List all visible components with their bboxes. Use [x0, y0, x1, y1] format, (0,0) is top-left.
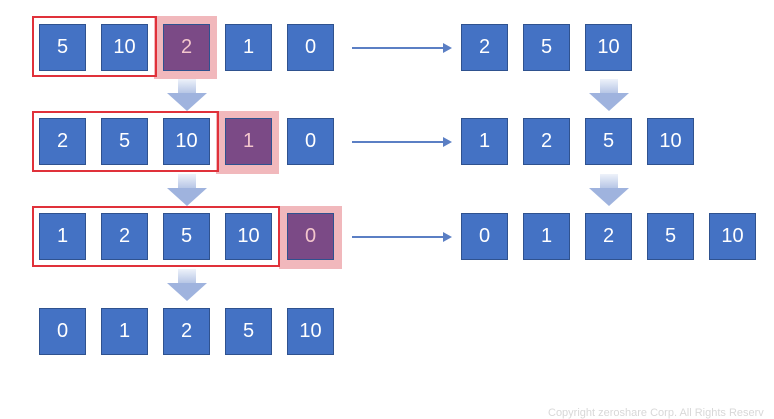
- current-array-cell: 2: [163, 24, 210, 71]
- down-arrow-icon: [167, 79, 207, 111]
- final-array-cell: 0: [39, 308, 86, 355]
- down-arrow-icon: [589, 79, 629, 111]
- array-cell: 10: [225, 213, 272, 260]
- down-arrow-icon: [167, 269, 207, 301]
- final-array-cell: 2: [163, 308, 210, 355]
- array-cell: 10: [163, 118, 210, 165]
- result-cell: 10: [709, 213, 756, 260]
- down-arrow-icon: [589, 174, 629, 206]
- array-cell: 0: [287, 118, 334, 165]
- array-cell: 2: [39, 118, 86, 165]
- array-cell: 10: [101, 24, 148, 71]
- array-cell: 0: [287, 24, 334, 71]
- final-array-cell: 10: [287, 308, 334, 355]
- array-cell: 1: [225, 24, 272, 71]
- copyright-text: Copyright zeroshare Corp. All Rights Res…: [548, 407, 764, 419]
- result-cell: 0: [461, 213, 508, 260]
- result-cell: 1: [461, 118, 508, 165]
- step-arrow: [352, 141, 444, 143]
- down-arrow-icon: [167, 174, 207, 206]
- step-arrow: [352, 47, 444, 49]
- array-cell: 2: [101, 213, 148, 260]
- result-cell: 2: [461, 24, 508, 71]
- step-arrow-head: [443, 232, 452, 242]
- sorted-region-frame: [32, 206, 280, 267]
- sorted-region-frame: [32, 16, 157, 77]
- result-cell: 10: [647, 118, 694, 165]
- step-arrow: [352, 236, 444, 238]
- sorted-region-frame: [32, 111, 219, 172]
- step-arrow-head: [443, 137, 452, 147]
- result-cell: 5: [647, 213, 694, 260]
- result-cell: 10: [585, 24, 632, 71]
- result-cell: 2: [585, 213, 632, 260]
- array-cell: 5: [101, 118, 148, 165]
- array-cell: 5: [39, 24, 86, 71]
- current-array-cell: 0: [287, 213, 334, 260]
- final-array-cell: 1: [101, 308, 148, 355]
- result-cell: 5: [523, 24, 570, 71]
- current-array-cell: 1: [225, 118, 272, 165]
- result-cell: 5: [585, 118, 632, 165]
- array-cell: 1: [39, 213, 86, 260]
- result-cell: 2: [523, 118, 570, 165]
- result-cell: 1: [523, 213, 570, 260]
- array-cell: 5: [163, 213, 210, 260]
- step-arrow-head: [443, 43, 452, 53]
- final-array-cell: 5: [225, 308, 272, 355]
